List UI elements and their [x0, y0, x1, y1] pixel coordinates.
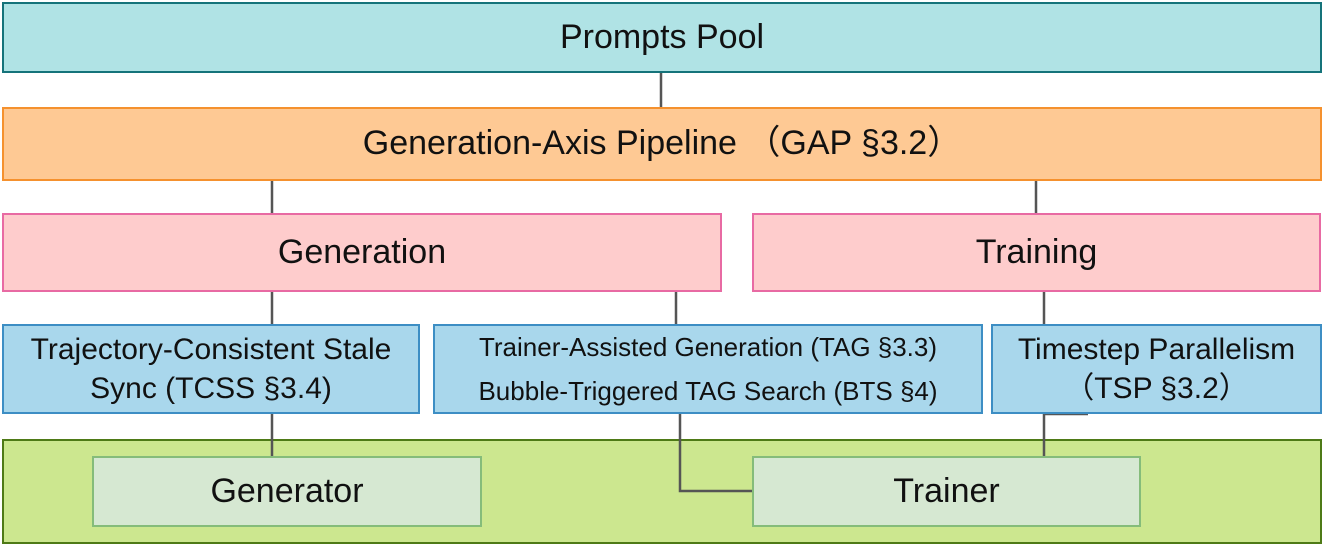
connector-tag-to-trainer [678, 414, 752, 493]
connector-tsp-to-trainer [1042, 412, 1088, 456]
trainer-label: Trainer [893, 471, 1000, 510]
trainer-box: Trainer [752, 456, 1141, 527]
training-label: Training [975, 232, 1098, 271]
generation-label: Generation [277, 232, 447, 271]
tag-label-line2: Bubble-Triggered TAG Search (BTS §4) [478, 376, 938, 406]
tsp-box: Timestep Parallelism （TSP §3.2） [991, 324, 1322, 414]
generator-label: Generator [210, 471, 364, 510]
tag-box: Trainer-Assisted Generation (TAG §3.3) B… [433, 324, 983, 414]
training-box: Training [752, 213, 1321, 292]
generator-box: Generator [92, 456, 482, 527]
tcss-label-line1: Trajectory-Consistent Stale [30, 333, 392, 366]
pipeline-box: Generation-Axis Pipeline （GAP §3.2） [2, 107, 1322, 181]
pipeline-label: Generation-Axis Pipeline （GAP §3.2） [362, 124, 962, 163]
tsp-label-line2: （TSP §3.2） [1064, 372, 1249, 405]
prompts-pool-box: Prompts Pool [2, 2, 1322, 73]
prompts-pool-label: Prompts Pool [559, 17, 765, 56]
tsp-label-line1: Timestep Parallelism [1017, 333, 1296, 366]
tcss-label-line2: Sync (TCSS §3.4) [90, 372, 332, 405]
generation-box: Generation [2, 213, 722, 292]
tcss-box: Trajectory-Consistent Stale Sync (TCSS §… [2, 324, 420, 414]
tag-label-line1: Trainer-Assisted Generation (TAG §3.3) [478, 331, 938, 362]
